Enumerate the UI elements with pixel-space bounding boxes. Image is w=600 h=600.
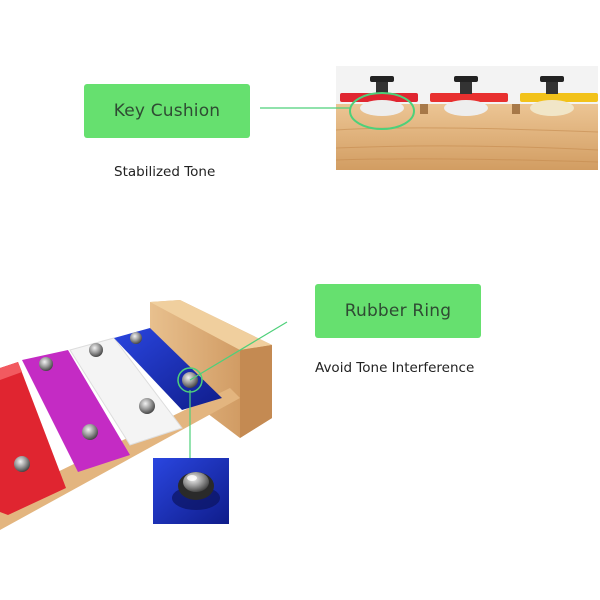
rubber-ring-inset xyxy=(153,458,229,524)
rubber-ring-title: Rubber Ring xyxy=(344,301,452,321)
key-cushion-photo xyxy=(335,66,599,170)
rubber-ring-caption: Avoid Tone Interference xyxy=(315,360,475,376)
xylophone-photo xyxy=(0,300,272,530)
rubber-ring-label: Rubber Ring xyxy=(315,284,481,338)
key-cushion-title: Key Cushion xyxy=(113,101,221,121)
key-cushion-label: Key Cushion xyxy=(84,84,250,138)
key-cushion-caption: Stabilized Tone xyxy=(114,164,216,180)
rubber-ring-connector-top xyxy=(189,321,288,381)
